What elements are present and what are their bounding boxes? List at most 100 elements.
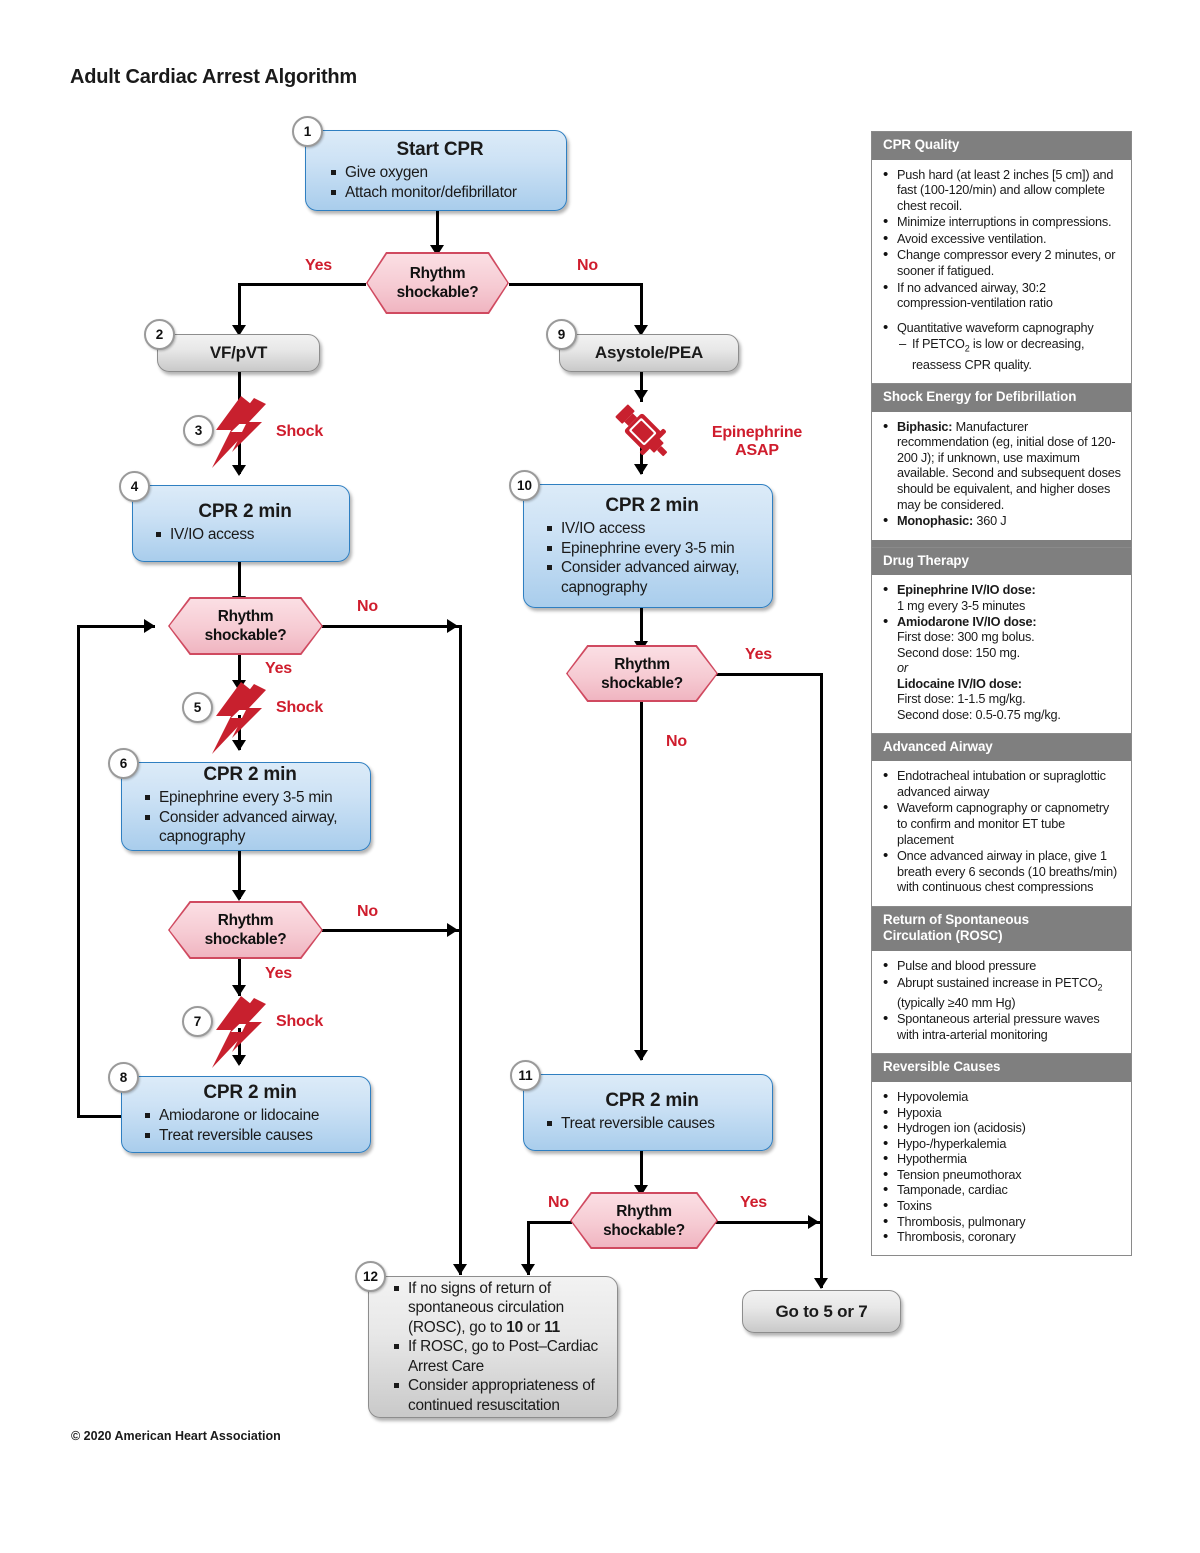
list-item: IV/IO access	[544, 519, 760, 539]
panel-list: Biphasic: Manufacturer recommendation (e…	[880, 419, 1121, 530]
arrowhead	[808, 1215, 819, 1229]
connector-d11-no-down	[527, 1221, 530, 1275]
list-item: Minimize interruptions in compressions.	[880, 214, 1121, 231]
shock-biphasic-label: Biphasic:	[897, 419, 953, 434]
connector-2-to-shock3	[238, 372, 241, 404]
label-d6-yes: Yes	[265, 965, 292, 982]
arrowhead	[521, 1264, 535, 1275]
list-item: Abrupt sustained increase in PETCO2 (typ…	[880, 975, 1121, 1012]
arrowhead	[232, 1055, 246, 1066]
subscript-2: 2	[1097, 982, 1103, 993]
list-item: Toxins	[880, 1198, 1121, 1215]
node-title: CPR 2 min	[203, 1082, 297, 1103]
arrowhead	[814, 1278, 828, 1289]
connector-d1-no-down	[640, 283, 643, 327]
list-item: Hypothermia	[880, 1151, 1121, 1168]
shock-monophasic-text: 360 J	[973, 514, 1007, 529]
list-item: Treat reversible causes	[544, 1114, 760, 1134]
connector-d10-yes-down	[820, 673, 823, 1288]
panel-list: Pulse and blood pressure Abrupt sustaine…	[880, 958, 1121, 1044]
list-item: Amiodarone or lidocaine	[142, 1106, 358, 1126]
lido-bold: Lidocaine IV/IO dose:	[897, 676, 1022, 691]
label-d10-yes: Yes	[745, 646, 772, 663]
amio-second-dose: Second dose: 150 mg.	[897, 645, 1020, 660]
connector-loopback-into-d4	[77, 625, 155, 628]
lightning-bolt-icon	[210, 996, 266, 1073]
shock-biphasic-text: Manufacturer recommendation (eg, initial…	[897, 419, 1121, 512]
panel-body: Push hard (at least 2 inches [5 cm]) and…	[872, 160, 1131, 384]
list-item: Quantitative waveform capnography	[880, 320, 1121, 337]
lido-first-dose: First dose: 1-1.5 mg/kg.	[897, 692, 1026, 707]
label-shock-7: Shock	[276, 1013, 324, 1030]
node-cpr-2min-10[interactable]: CPR 2 min IV/IO access Epinephrine every…	[523, 484, 773, 608]
list-item: Hypoxia	[880, 1105, 1121, 1122]
subscript-2: 2	[964, 343, 970, 354]
connector-loopback-from-8	[77, 1115, 155, 1118]
connector-d4-yes	[238, 654, 241, 692]
node-item-list: IV/IO access	[153, 525, 337, 545]
label-shock-5: Shock	[276, 699, 324, 716]
arrowhead	[232, 325, 246, 336]
node-item-list: IV/IO access Epinephrine every 3-5 min C…	[544, 519, 760, 597]
list-item: Avoid excessive ventilation.	[880, 231, 1121, 248]
list-item: Consider advanced airway, capnography	[544, 558, 760, 597]
node-item-list: Epinephrine every 3-5 min Consider advan…	[142, 788, 358, 847]
connector-loopback-vertical	[77, 625, 80, 1118]
decision-line-1: Rhythm	[217, 912, 274, 929]
decision-text: Rhythm shockable?	[366, 252, 509, 314]
panel-body: Endotracheal intubation or supraglottic …	[872, 761, 1131, 906]
list-item: Epinephrine every 3-5 min	[544, 539, 760, 559]
node-go-to-5-or-7[interactable]: Go to 5 or 7	[742, 1290, 901, 1333]
node-item-list: If no signs of return of spontaneous cir…	[391, 1279, 607, 1416]
list-item: IV/IO access	[153, 525, 337, 545]
panel-heading: Advanced Airway	[872, 733, 1131, 762]
node-cpr-2min-4[interactable]: CPR 2 min IV/IO access	[132, 485, 350, 562]
hex-fill	[169, 598, 322, 654]
node-title: CPR 2 min	[203, 764, 297, 786]
node-item-list: Treat reversible causes	[544, 1114, 760, 1134]
panel-list: Epinephrine IV/IO dose: 1 mg every 3-5 m…	[880, 582, 1121, 723]
list-item: Change compressor every 2 minutes, or so…	[880, 247, 1121, 279]
connector-merge-no-vertical	[459, 625, 462, 1275]
node-next-steps-12[interactable]: If no signs of return of spontaneous cir…	[368, 1276, 618, 1418]
lightning-bolt-icon	[210, 682, 266, 759]
list-item: Push hard (at least 2 inches [5 cm]) and…	[880, 167, 1121, 215]
panel-body: Pulse and blood pressure Abrupt sustaine…	[872, 951, 1131, 1054]
arrowhead	[453, 1264, 467, 1275]
decision-rhythm-shockable-6[interactable]: Rhythm shockable?	[168, 901, 323, 959]
node-title: Go to 5 or 7	[775, 1301, 868, 1321]
decision-rhythm-shockable-11[interactable]: Rhythm shockable?	[570, 1192, 718, 1249]
node-asystole-pea[interactable]: Asystole/PEA	[559, 334, 739, 372]
connector-d6-yes	[238, 958, 241, 996]
connector-d1-yes-down	[238, 283, 241, 327]
decision-rhythm-shockable-1[interactable]: Rhythm shockable?	[366, 252, 509, 314]
panel-list: Push hard (at least 2 inches [5 cm]) and…	[880, 167, 1121, 374]
node-cpr-2min-6[interactable]: CPR 2 min Epinephrine every 3-5 min Cons…	[121, 762, 371, 851]
label-d11-yes: Yes	[740, 1194, 767, 1211]
hex-fill	[367, 253, 508, 313]
node-item-list: Give oxygen Attach monitor/defibrillator	[328, 163, 552, 202]
decision-rhythm-shockable-4[interactable]: Rhythm shockable?	[168, 597, 323, 655]
node-cpr-2min-8[interactable]: CPR 2 min Amiodarone or lidocaine Treat …	[121, 1076, 371, 1153]
drug-or-separator: or	[880, 661, 1121, 677]
list-item: Waveform capnography or capnometry to co…	[880, 800, 1121, 848]
list-item: Tamponade, cardiac	[880, 1182, 1121, 1199]
node-vf-pvt[interactable]: VF/pVT	[157, 334, 320, 372]
node-start-cpr[interactable]: Start CPR Give oxygen Attach monitor/def…	[305, 130, 567, 211]
panel-heading: Drug Therapy	[872, 547, 1131, 576]
decision-text: Rhythm shockable?	[168, 901, 323, 959]
epi-line-2: ASAP	[735, 442, 779, 459]
step-badge-3: 3	[183, 415, 214, 446]
amio-dose-label: Amiodarone IV/IO dose:	[897, 614, 1037, 629]
connector-10-to-d10	[640, 608, 643, 650]
label-d1-no: No	[577, 257, 598, 274]
step-badge-1: 1	[292, 116, 323, 147]
step-badge-11: 11	[510, 1060, 541, 1091]
panel-advanced-airway: Advanced Airway Endotracheal intubation …	[871, 732, 1132, 906]
node-item-list: Amiodarone or lidocaine Treat reversible…	[142, 1106, 358, 1145]
lido-dose-label: Lidocaine IV/IO dose:	[880, 677, 1121, 693]
decision-text: Rhythm shockable?	[566, 645, 718, 702]
connector-d1-no	[509, 283, 643, 286]
node-cpr-2min-11[interactable]: CPR 2 min Treat reversible causes	[523, 1074, 773, 1151]
decision-rhythm-shockable-10[interactable]: Rhythm shockable?	[566, 645, 718, 702]
